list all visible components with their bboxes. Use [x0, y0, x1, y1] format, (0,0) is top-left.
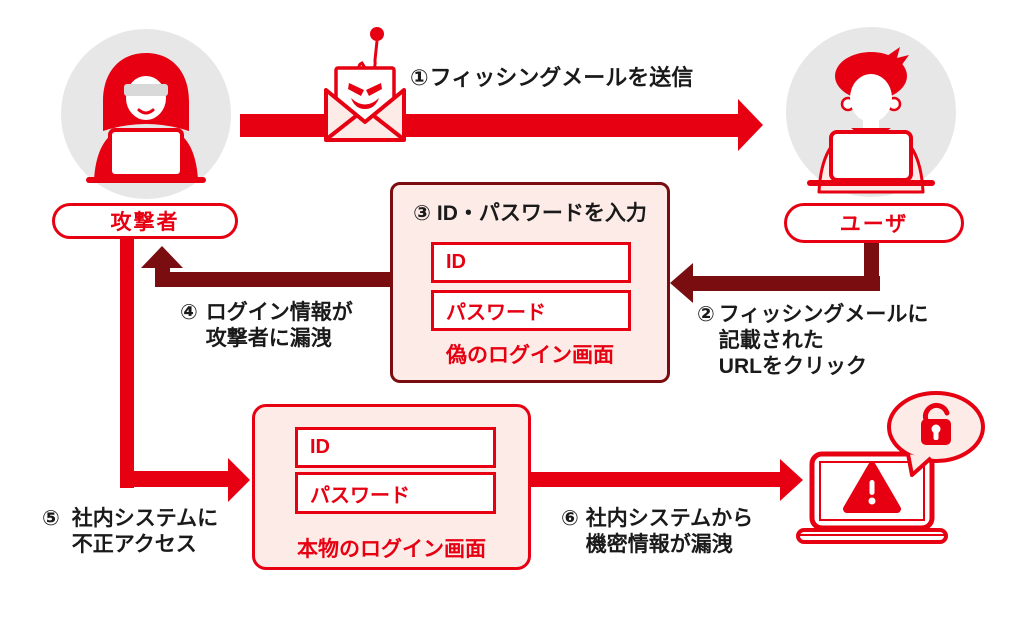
step2-marker: ② [697, 303, 715, 326]
step2-text-line3: URLをクリック [718, 355, 867, 378]
real-id-field-label: ID [310, 436, 330, 458]
step5-label: ⑤ 社内システムに 不正アクセス [42, 506, 218, 558]
user-label: ユーザ [839, 213, 909, 236]
arrow-step6-head [780, 459, 803, 501]
step4-text-line1: ログイン情報が [205, 301, 353, 324]
step6-text-line2: 機密情報が漏洩 [585, 533, 733, 556]
user-laptop [829, 130, 913, 182]
mail-envelope [324, 88, 406, 142]
warning-exclamation-dot [868, 497, 876, 505]
fake-login-caption: 偽のログイン画面 [446, 344, 614, 367]
step1-text: フィッシングメールを送信 [429, 65, 694, 90]
step2-label: ② フィッシングメールに 記載された URLをクリック [697, 302, 928, 380]
arrow-step5-vertical [120, 238, 134, 488]
step6-marker: ⑥ [561, 507, 579, 530]
step4-marker: ④ [180, 301, 198, 324]
arrow-step1-head [738, 99, 763, 151]
fake-id-field-label: ID [446, 251, 466, 273]
fake-login-panel: ③ ID・パスワードを入力 ID パスワード 偽のログイン画面 [390, 182, 670, 383]
step4-label: ④ ログイン情報が 攻撃者に漏洩 [180, 300, 353, 352]
step2-text-line2: 記載された [718, 329, 824, 352]
step1-marker: ① [410, 65, 429, 90]
arrow-step2-head [670, 263, 693, 303]
step5-marker: ⑤ [42, 507, 60, 530]
step6-text-line1: 社内システムから [585, 507, 754, 530]
arrow-step4-horizontal [155, 272, 390, 287]
step3-marker: ③ [413, 202, 431, 225]
attacker-visor [124, 84, 168, 96]
attacker-laptop [108, 128, 184, 178]
arrow-step5-head [228, 458, 250, 502]
step1-label: ① フィッシングメールを送信 [410, 64, 693, 91]
mail-evil-eye-right [366, 83, 382, 96]
mail-fold-right [372, 114, 404, 140]
compromised-laptop-warning-icon [796, 391, 985, 544]
phishing-mail-with-hook-icon [324, 27, 406, 142]
hooded-attacker-at-laptop-icon [61, 29, 231, 199]
arrow-step2-horizontal [692, 276, 880, 291]
fake-password-field: パスワード [431, 290, 631, 331]
padlock-keyhole-stem [933, 431, 939, 440]
padlock-keyhole-circle [931, 424, 941, 434]
real-password-field: パスワード [295, 472, 496, 514]
arrow-step1-bar [240, 114, 738, 137]
warning-exclamation-bar [869, 480, 875, 495]
step2-text-line1: フィッシングメールに [718, 303, 929, 326]
user-label-pill: ユーザ [784, 203, 964, 243]
arrow-step4-head [141, 246, 183, 268]
real-id-field: ID [295, 427, 496, 468]
hook-ball [370, 27, 384, 41]
user-face [850, 74, 892, 122]
attacker-label-pill: 攻撃者 [52, 203, 238, 239]
hook-line [373, 40, 379, 61]
step3-text: ID・パスワードを入力 [436, 202, 647, 225]
attacker-smile [137, 108, 155, 115]
arrow-step6-bar [531, 472, 780, 487]
unlocked-padlock-shackle [922, 402, 950, 423]
attacker-desk [86, 177, 206, 183]
office-user-at-laptop-icon [786, 27, 956, 197]
mail-evil-grin [351, 98, 379, 109]
fake-id-field: ID [431, 242, 631, 283]
real-login-caption: 本物のログイン画面 [297, 538, 486, 561]
step5-text-line1: 社内システムに [71, 507, 219, 530]
mail-evil-eye-left [348, 83, 364, 96]
speech-bubble-tail [906, 453, 933, 477]
step4-text-line2: 攻撃者に漏洩 [205, 327, 332, 350]
step5-text-line2: 不正アクセス [71, 533, 197, 556]
real-password-field-label: パスワード [310, 484, 410, 507]
user-hair-spike [887, 47, 909, 66]
fake-login-title: ③ ID・パスワードを入力 [393, 201, 667, 227]
attacker-label: 攻撃者 [110, 211, 180, 234]
mail-fold-left [326, 114, 358, 140]
real-login-panel: ID パスワード 本物のログイン画面 [252, 404, 531, 570]
user-desk [807, 180, 935, 186]
arrow-step5-horizontal [120, 471, 228, 487]
step6-label: ⑥ 社内システムから 機密情報が漏洩 [561, 506, 753, 558]
fake-password-field-label: パスワード [446, 302, 546, 324]
